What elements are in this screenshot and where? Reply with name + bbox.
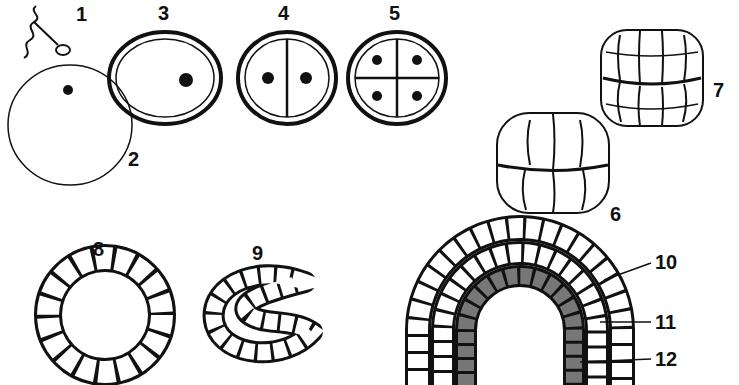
- four-cell-membrane: [355, 39, 439, 117]
- callout-number: 7: [713, 80, 724, 100]
- leader-lines: [580, 263, 651, 362]
- nucleus: [412, 55, 422, 65]
- nucleus: [262, 72, 274, 84]
- nucleus: [179, 73, 193, 87]
- cleavage-line: [528, 114, 583, 170]
- early-gastrula: [214, 275, 312, 352]
- zygote: [109, 32, 221, 124]
- cleavage-line: [523, 170, 586, 213]
- callout-number: 10: [655, 252, 677, 272]
- callout-number: 12: [655, 349, 677, 369]
- cleavage-line: [355, 77, 439, 80]
- nucleus: [63, 85, 73, 95]
- cleavage-line: [618, 82, 687, 126]
- nucleus: [372, 91, 382, 101]
- sperm-head: [56, 45, 70, 55]
- callout-number: 5: [389, 3, 400, 23]
- sperm-midpiece: [34, 22, 58, 45]
- cleavage-line: [286, 39, 289, 117]
- cleavage-line: [618, 31, 686, 85]
- cleavage-line: [603, 78, 701, 84]
- nucleus: [300, 72, 312, 84]
- callout-number: 3: [158, 3, 169, 23]
- callout-number: 9: [252, 243, 263, 263]
- blastula: [48, 258, 162, 372]
- four-cell: [348, 32, 446, 124]
- two-cell: [238, 32, 336, 124]
- callout-number: 6: [610, 204, 621, 224]
- zygote-membrane: [116, 39, 214, 117]
- cleavage-line: [606, 52, 698, 109]
- callout-number: 1: [76, 4, 87, 24]
- two-cell-membrane: [245, 39, 329, 117]
- sperm-tail: [24, 6, 37, 58]
- egg-cell: [8, 65, 132, 185]
- callout-number: 11: [655, 312, 676, 332]
- eight-cell: [497, 113, 609, 213]
- morula: [601, 30, 703, 126]
- callout-number: 2: [128, 149, 139, 169]
- callout-number: 4: [278, 3, 289, 23]
- nucleus: [412, 91, 422, 101]
- nucleus: [372, 55, 382, 65]
- callout-number: 8: [93, 239, 104, 259]
